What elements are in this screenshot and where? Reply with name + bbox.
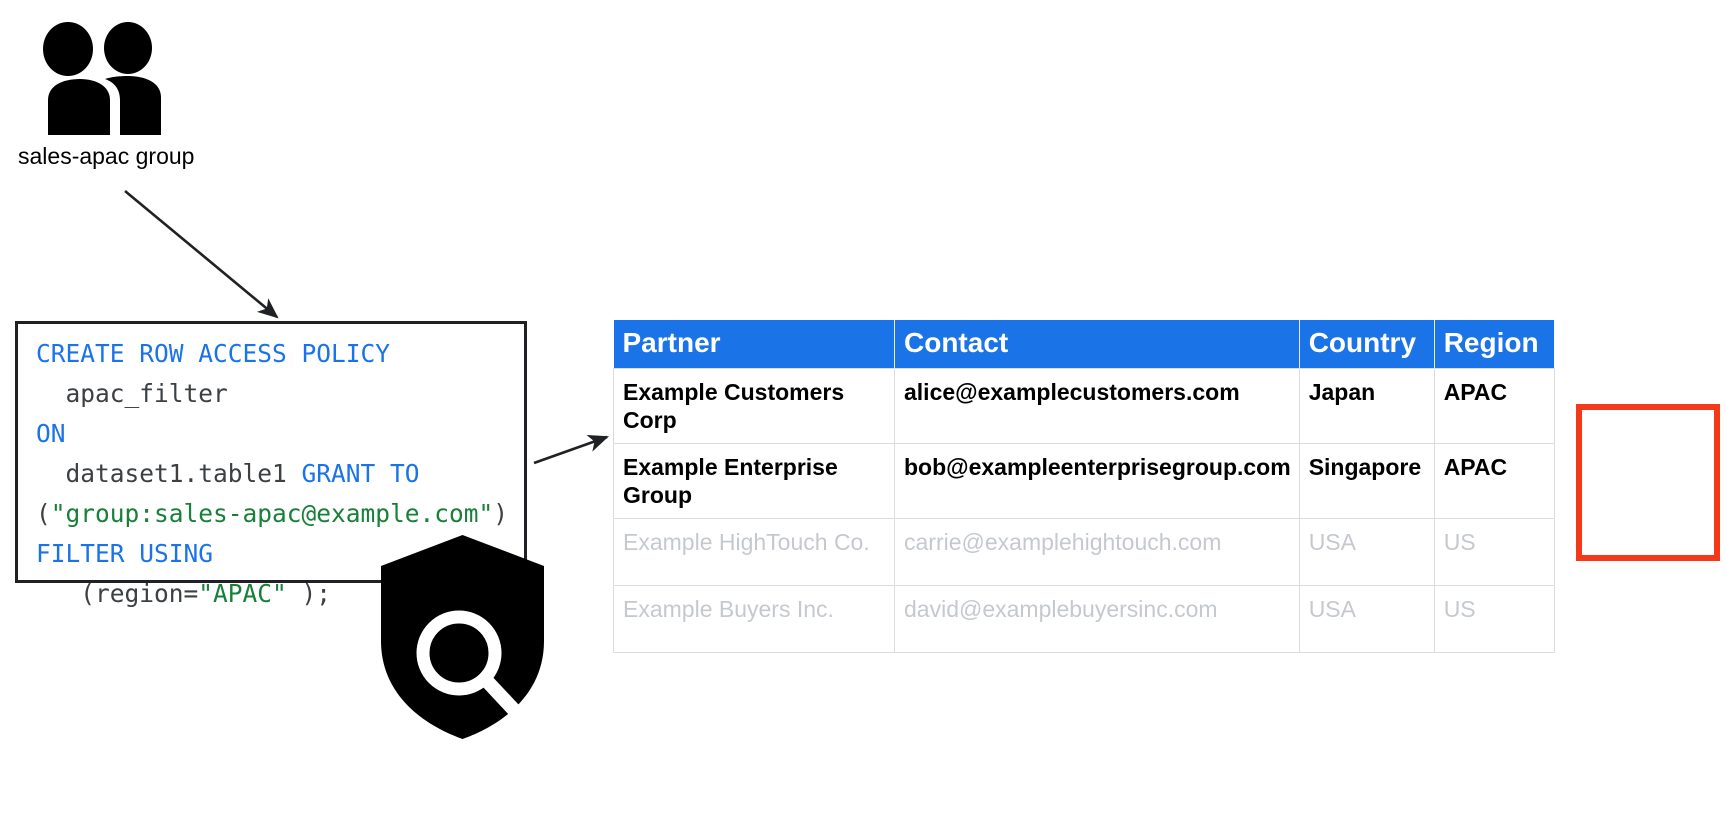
column-header-country[interactable]: Country <box>1298 320 1435 369</box>
cell-partner: Example Buyers Inc. <box>613 585 895 654</box>
cell-contact: david@examplebuyersinc.com <box>894 585 1300 654</box>
table-row[interactable]: Example Buyers Inc. david@examplebuyersi… <box>613 585 1555 654</box>
partner-table: Partner Contact Country Region Example C… <box>613 320 1555 654</box>
table-row[interactable]: Example HighTouch Co. carrie@examplehigh… <box>613 518 1555 587</box>
cell-contact: bob@exampleenterprisegroup.com <box>894 443 1300 520</box>
cell-partner: Example Customers Corp <box>613 368 895 445</box>
sql-policy-code: CREATE ROW ACCESS POLICY apac_filter ON … <box>36 339 509 608</box>
column-header-region[interactable]: Region <box>1433 320 1555 369</box>
cell-contact: alice@examplecustomers.com <box>894 368 1300 445</box>
column-header-partner[interactable]: Partner <box>613 320 895 369</box>
group-node: sales-apac group <box>18 22 278 171</box>
group-node-label: sales-apac group <box>18 143 195 169</box>
table-row[interactable]: Example Customers Corp alice@examplecust… <box>613 368 1555 445</box>
cell-country: Singapore <box>1298 443 1435 520</box>
sql-policy-box: CREATE ROW ACCESS POLICY apac_filter ON … <box>15 321 527 608</box>
column-header-contact[interactable]: Contact <box>894 320 1300 369</box>
cell-partner: Example Enterprise Group <box>613 443 895 520</box>
cell-country: USA <box>1298 585 1435 654</box>
cell-country: Japan <box>1298 368 1435 445</box>
people-group-icon <box>43 22 161 135</box>
cell-region: US <box>1433 518 1555 587</box>
table-row[interactable]: Example Enterprise Group bob@exampleente… <box>613 443 1555 520</box>
cell-region: APAC <box>1433 443 1555 520</box>
cell-region: APAC <box>1433 368 1555 445</box>
cell-partner: Example HighTouch Co. <box>613 518 895 587</box>
shield-magnifier-icon <box>381 535 544 739</box>
cell-country: USA <box>1298 518 1435 587</box>
cell-contact: carrie@examplehightouch.com <box>894 518 1300 587</box>
table-header-row: Partner Contact Country Region <box>613 320 1555 369</box>
cell-region: US <box>1433 585 1555 654</box>
region-highlight-box <box>1576 404 1720 561</box>
